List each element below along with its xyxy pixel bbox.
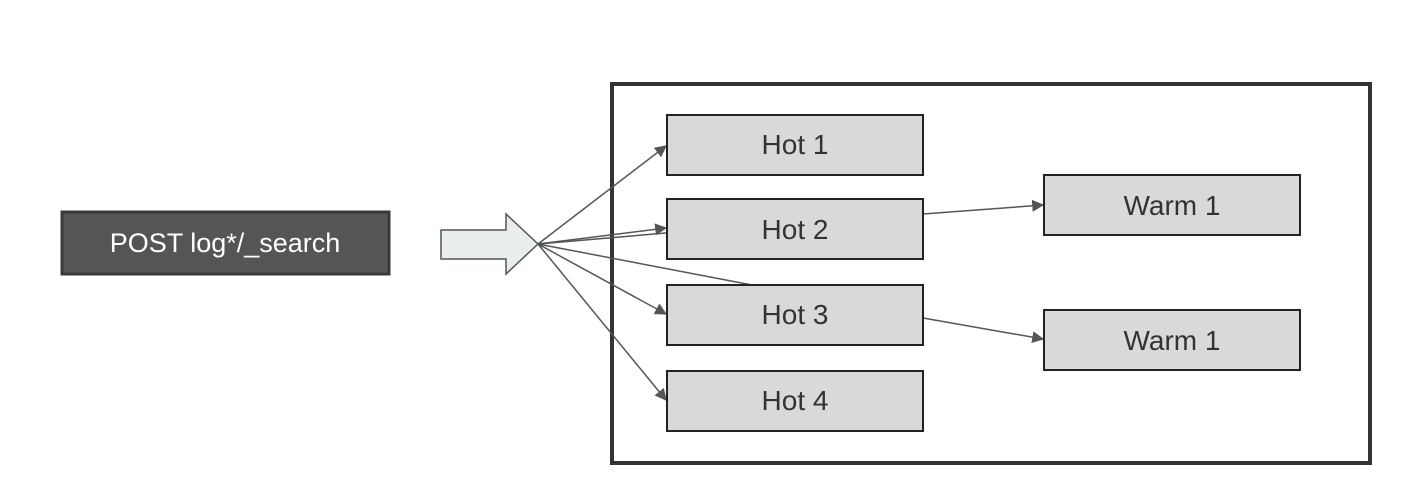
- connector-hot-2-to-warm-1: [922, 199, 1045, 215]
- hot-node-1: Hot 1: [666, 114, 924, 176]
- query-box: POST log*/_search: [60, 210, 391, 276]
- hot-node-1-label: Hot 1: [762, 129, 829, 160]
- connector-to-hot-2-b: [537, 232, 667, 245]
- connector-to-hot-3: [537, 243, 668, 315]
- query-label: POST log*/_search: [110, 228, 341, 258]
- hot-node-4: Hot 4: [666, 370, 924, 432]
- hot-node-2: Hot 2: [666, 198, 924, 260]
- cluster-container: [610, 82, 1372, 465]
- connector-to-hot-2-a: [537, 223, 668, 245]
- warm-node-1-label: Warm 1: [1124, 190, 1221, 221]
- warm-node-2: Warm 1: [1043, 309, 1301, 371]
- connector-hot-3-to-warm-2: [922, 317, 1045, 344]
- hot-node-3: Hot 3: [666, 284, 924, 346]
- fanout-connectors: [537, 145, 753, 401]
- connector-to-hot-1: [537, 145, 667, 245]
- connector-to-hot-3-top: [537, 243, 753, 286]
- warm-node-1: Warm 1: [1043, 174, 1301, 236]
- warm-node-2-label: Warm 1: [1124, 325, 1221, 356]
- hot-node-4-label: Hot 4: [762, 385, 829, 416]
- connector-to-hot-4: [537, 243, 667, 401]
- block-arrow: [440, 212, 540, 276]
- hot-node-3-label: Hot 3: [762, 299, 829, 330]
- hot-node-2-label: Hot 2: [762, 214, 829, 245]
